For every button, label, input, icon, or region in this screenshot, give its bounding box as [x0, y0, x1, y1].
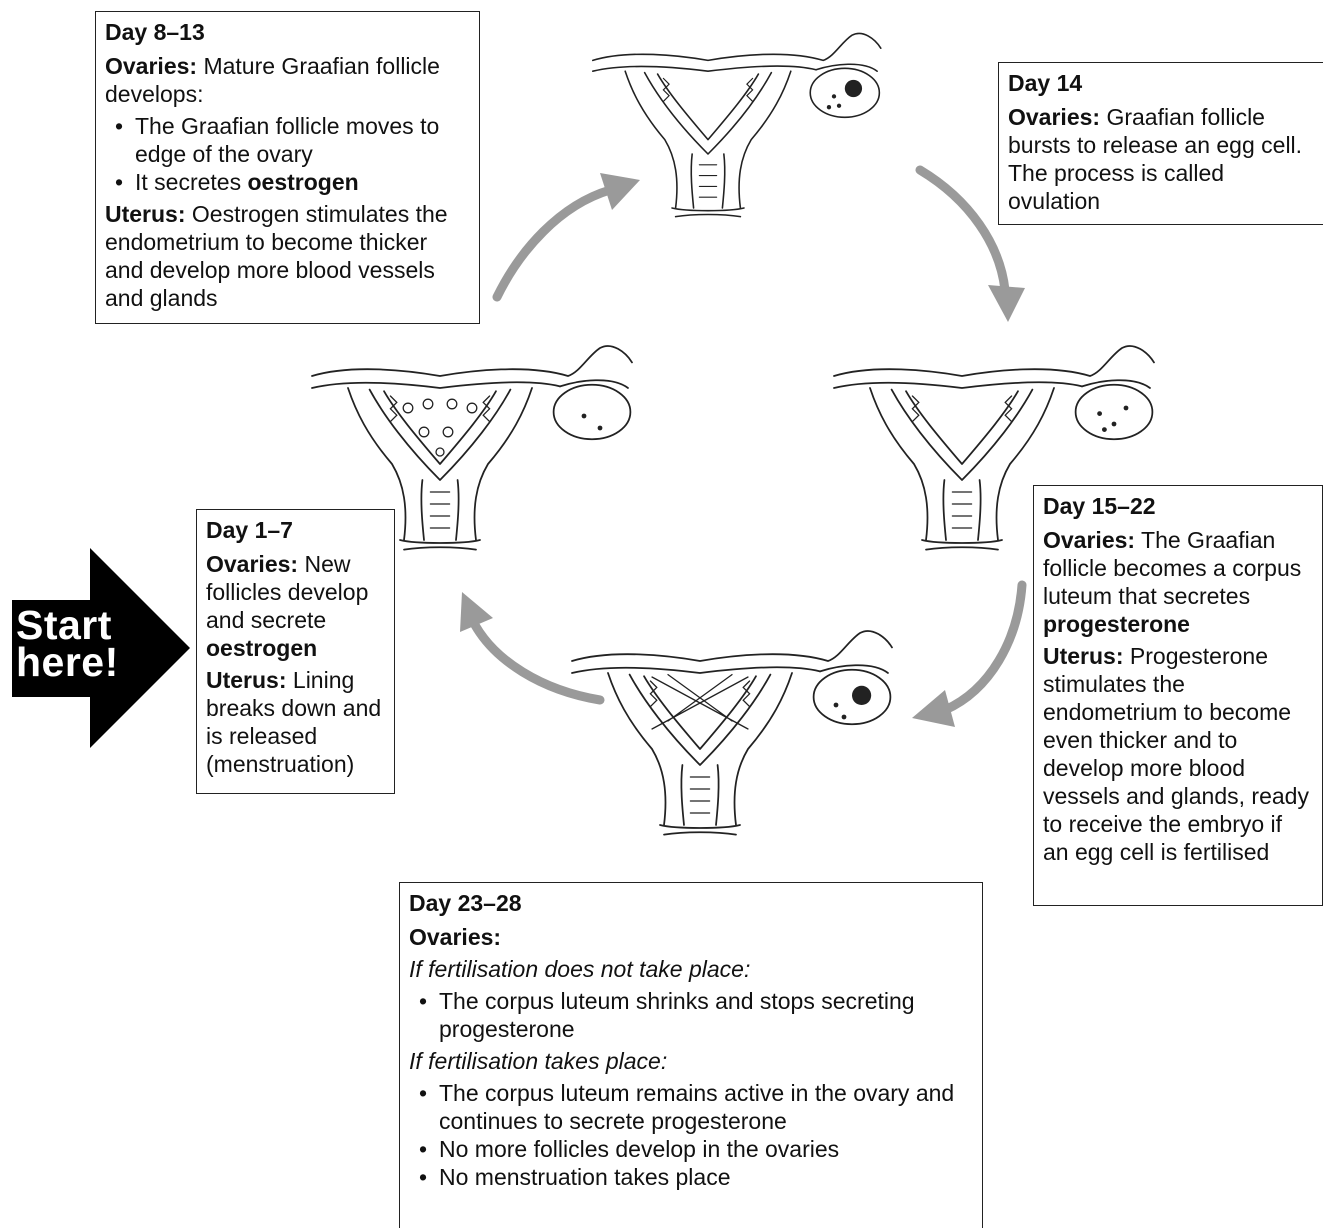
uterus-label: Uterus:	[206, 667, 287, 693]
ovaries-label: Ovaries:	[1008, 104, 1100, 130]
stage-day-label: Day 8–13	[105, 18, 471, 46]
stage-day-label: Day 14	[1008, 69, 1316, 97]
uterus-label: Uterus:	[1043, 643, 1124, 669]
stage-box-day-15-22: Day 15–22 Ovaries: The Graafian follicle…	[1033, 485, 1323, 906]
fertilisation-bullet: The corpus luteum remains active in the …	[409, 1079, 974, 1135]
uterus-description: Uterus: Progesterone stimulates the endo…	[1043, 642, 1314, 866]
uterus-illustration-day-23-28	[572, 631, 892, 835]
uterus-description: Uterus: Lining breaks down and is releas…	[206, 666, 386, 778]
fertilisation-bullet: No menstruation takes place	[409, 1163, 974, 1191]
stage-box-day-14: Day 14 Ovaries: Graafian follicle bursts…	[998, 62, 1323, 225]
cycle-arrow-to-day-23-28	[912, 585, 1022, 727]
stage-day-label: Day 15–22	[1043, 492, 1314, 520]
cycle-arrow-to-day-1-7	[460, 592, 600, 700]
ovaries-description: Ovaries: Mature Graafian follicle develo…	[105, 52, 471, 108]
cycle-arrow-to-day-14	[497, 173, 640, 297]
uterus-description: Uterus: Oestrogen stimulates the endomet…	[105, 200, 471, 312]
bullet-text: It secretes	[135, 169, 247, 195]
ovaries-bullet: It secretes oestrogen	[105, 168, 471, 196]
stage-day-label: Day 1–7	[206, 516, 386, 544]
hormone-name: oestrogen	[247, 169, 358, 195]
ovaries-bullet-list: The Graafian follicle moves to edge of t…	[105, 112, 471, 196]
ovaries-label: Ovaries:	[1043, 527, 1135, 553]
uterus-illustration-day-8-13	[593, 33, 881, 216]
ovaries-label: Ovaries:	[105, 53, 197, 79]
stage-box-day-8-13: Day 8–13 Ovaries: Mature Graafian follic…	[95, 11, 480, 324]
stage-box-day-23-28: Day 23–28 Ovaries: If fertilisation does…	[399, 882, 983, 1228]
ovaries-description: Ovaries: Graafian follicle bursts to rel…	[1008, 103, 1316, 215]
start-label-line-2: here!	[16, 644, 146, 681]
start-label: Start here!	[16, 607, 146, 681]
stage-day-label: Day 23–28	[409, 889, 974, 917]
no-fertilisation-list: The corpus luteum shrinks and stops secr…	[409, 987, 974, 1043]
uterus-label: Uterus:	[105, 201, 186, 227]
ovaries-description: Ovaries: The Graafian follicle becomes a…	[1043, 526, 1314, 638]
hormone-name: oestrogen	[206, 635, 317, 661]
case-fertilisation: If fertilisation takes place:	[409, 1047, 974, 1075]
case-no-fertilisation: If fertilisation does not take place:	[409, 955, 974, 983]
ovaries-label: Ovaries:	[409, 924, 501, 950]
ovaries-label: Ovaries:	[206, 551, 298, 577]
ovaries-bullet: The Graafian follicle moves to edge of t…	[105, 112, 471, 168]
fertilisation-list: The corpus luteum remains active in the …	[409, 1079, 974, 1191]
ovaries-description: Ovaries: New follicles develop and secre…	[206, 550, 386, 662]
stage-box-day-1-7: Day 1–7 Ovaries: New follicles develop a…	[196, 509, 395, 794]
hormone-name: progesterone	[1043, 611, 1190, 637]
no-fertilisation-bullet: The corpus luteum shrinks and stops secr…	[409, 987, 974, 1043]
ovaries-heading: Ovaries:	[409, 923, 974, 951]
fertilisation-bullet: No more follicles develop in the ovaries	[409, 1135, 974, 1163]
uterus-text: Progesterone stimulates the endometrium …	[1043, 643, 1309, 865]
